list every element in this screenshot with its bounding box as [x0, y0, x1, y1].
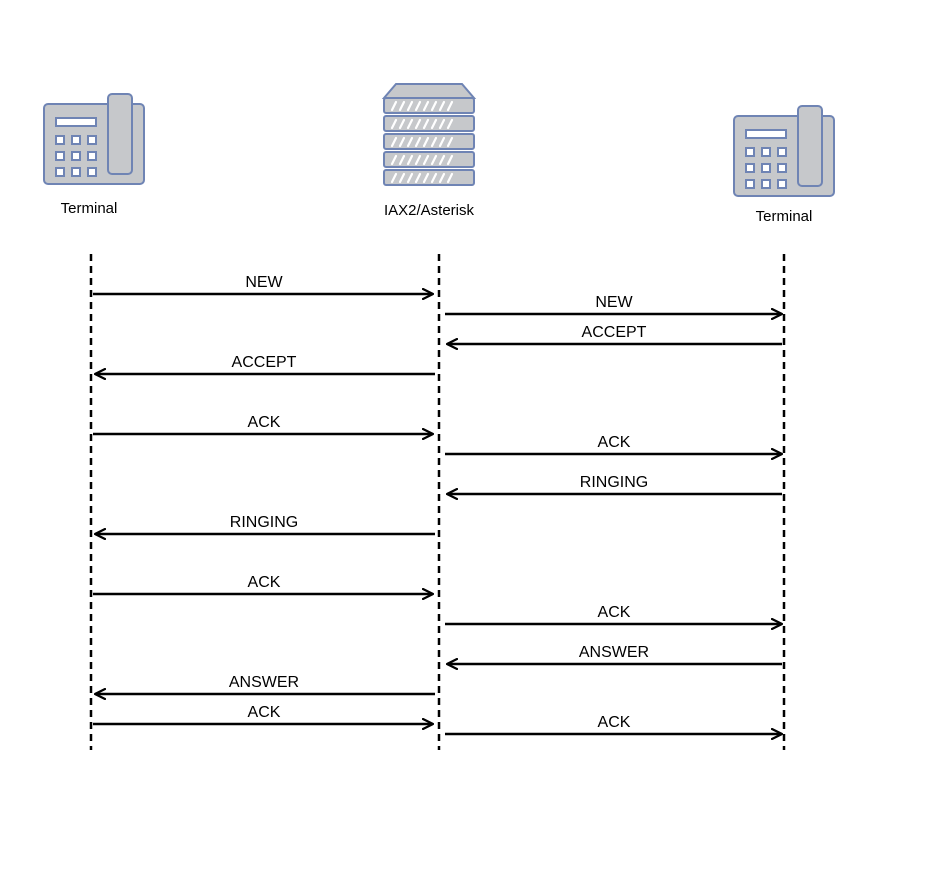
message-label: ANSWER: [579, 644, 649, 661]
message-label: ACK: [248, 704, 281, 721]
message-label: NEW: [595, 294, 633, 311]
message-label: ACK: [598, 604, 631, 621]
message-label: ACK: [598, 434, 631, 451]
participant-label-center: IAX2/Asterisk: [384, 202, 475, 219]
server-icon: [381, 83, 477, 186]
message-label: ACK: [598, 714, 631, 731]
participant-label-right: Terminal: [756, 208, 813, 225]
message-label: ACCEPT: [582, 324, 647, 341]
message-label: RINGING: [580, 474, 648, 491]
message-label: RINGING: [230, 514, 298, 531]
phone-icon: [43, 93, 145, 185]
message-label: ACK: [248, 574, 281, 591]
message-label: ACCEPT: [232, 354, 297, 371]
participant-label-left: Terminal: [61, 200, 118, 217]
message-label: ACK: [248, 414, 281, 431]
message-label: NEW: [245, 274, 283, 291]
message-label: ANSWER: [229, 674, 299, 691]
message-group: NEW NEW ACCEPT ACCEPT ACK ACK RINGING RINGING AC…: [93, 274, 782, 734]
phone-icon: [733, 105, 835, 197]
